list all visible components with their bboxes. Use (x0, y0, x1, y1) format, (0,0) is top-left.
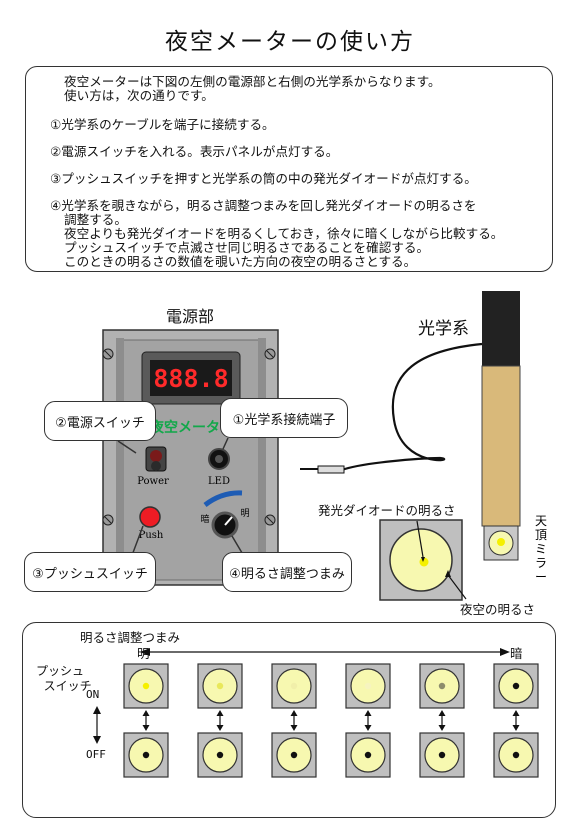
mirror-label: 天頂ミラー (535, 514, 547, 584)
toggle-arrow-head (438, 725, 446, 731)
toggle-arrow-head (216, 725, 224, 731)
push-button[interactable] (139, 506, 161, 528)
comparison-on-cell (493, 663, 539, 709)
toggle-arrow-head (290, 710, 298, 716)
callout-knob: ④明るさ調整つまみ (222, 552, 352, 592)
instruction-line: このときの明るさの数値を覗いた方向の夜空の明るさとする。 (64, 254, 417, 269)
toggle-arrow-head (512, 725, 520, 731)
bright-label: 明 (240, 508, 249, 519)
instruction-line: ④光学系を覗きながら，明るさ調整つまみを回し発光ダイオードの明るさを (50, 198, 477, 213)
comparison-on-cell (419, 663, 465, 709)
comparison-on-cell (345, 663, 391, 709)
led-jack[interactable] (208, 448, 230, 470)
toggle-arrow-head (142, 725, 150, 731)
comparison-off-cell (493, 732, 539, 778)
comparison-off-cell (271, 732, 317, 778)
comparison-on-cell (197, 663, 243, 709)
toggle-arrow-head (364, 710, 372, 716)
comparison-off-cell (123, 732, 169, 778)
dark-label: 暗 (200, 513, 209, 525)
callout-optical-terminal: ①光学系接続端子 (220, 398, 348, 438)
instruction-line: 調整する。 (64, 212, 127, 227)
instruction-line: プッシュスイッチで点滅させ同じ明るさであることを確認する。 (64, 240, 430, 255)
toggle-arrow-head (216, 710, 224, 716)
optics-cable (341, 342, 483, 472)
led-brightness-label: 発光ダイオードの明るさ (318, 503, 456, 518)
on-label: ON (86, 688, 100, 701)
toggle-arrow-head (364, 725, 372, 731)
comparison-off-cell (419, 732, 465, 778)
instruction-line: ①光学系のケーブルを端子に接続する。 (50, 117, 275, 132)
instruction-line: ③プッシュスイッチを押すと光学系の筒の中の発光ダイオードが点灯する。 (50, 171, 477, 186)
comparison-on-cell (271, 663, 317, 709)
off-label: OFF (86, 748, 106, 761)
toggle-arrow-head (290, 725, 298, 731)
power-switch-label: Power (137, 476, 169, 487)
power-unit: 888.8 夜空メーター Power LED Push 暗 明 (102, 329, 279, 586)
knob-arc-icon (203, 490, 243, 508)
comparison-on-cell (123, 663, 169, 709)
led-label: LED (208, 476, 230, 487)
toggle-arrow-head (142, 710, 150, 716)
view-window (379, 519, 463, 601)
push-label: Push (139, 530, 164, 541)
display-digits: 888.8 (153, 364, 228, 393)
comparison-off-cell (197, 732, 243, 778)
power-unit-label: 電源部 (166, 307, 215, 326)
comparison-box (22, 622, 556, 818)
brightness-knob[interactable] (211, 511, 239, 539)
toggle-arrow-head (512, 710, 520, 716)
power-switch[interactable] (145, 446, 167, 472)
optical-tube (481, 291, 521, 561)
toggle-arrow-head (438, 710, 446, 716)
dark-end-label: 暗 (510, 646, 523, 661)
comparison-off-cell (345, 732, 391, 778)
callout-power-switch: ②電源スイッチ (44, 401, 156, 441)
instruction-line: 夜空メーターは下図の左側の電源部と右側の光学系からなります。 (64, 74, 441, 89)
optics-label: 光学系 (418, 319, 469, 339)
page-title: 夜空メーターの使い方 (165, 29, 415, 55)
callout-push-switch: ③プッシュスイッチ (24, 552, 156, 592)
bright-end-label: 明 (137, 646, 150, 661)
instruction-line: 使い方は，次の通りです。 (64, 88, 214, 103)
sky-brightness-label: 夜空の明るさ (460, 602, 536, 617)
cable-plug (317, 465, 345, 474)
comparison-knob-label: 明るさ調整つまみ (80, 630, 181, 645)
instruction-line: 夜空よりも発光ダイオードを明るくしておき，徐々に暗くしながら比較する。 (64, 226, 504, 241)
push-switch-side-label: プッシュ スイッチ (36, 664, 92, 693)
panel-logo: 夜空メーター (149, 419, 234, 436)
instructions-box (25, 66, 553, 272)
display-screen (150, 360, 232, 396)
instruction-line: ②電源スイッチを入れる。表示パネルが点灯する。 (50, 144, 339, 159)
